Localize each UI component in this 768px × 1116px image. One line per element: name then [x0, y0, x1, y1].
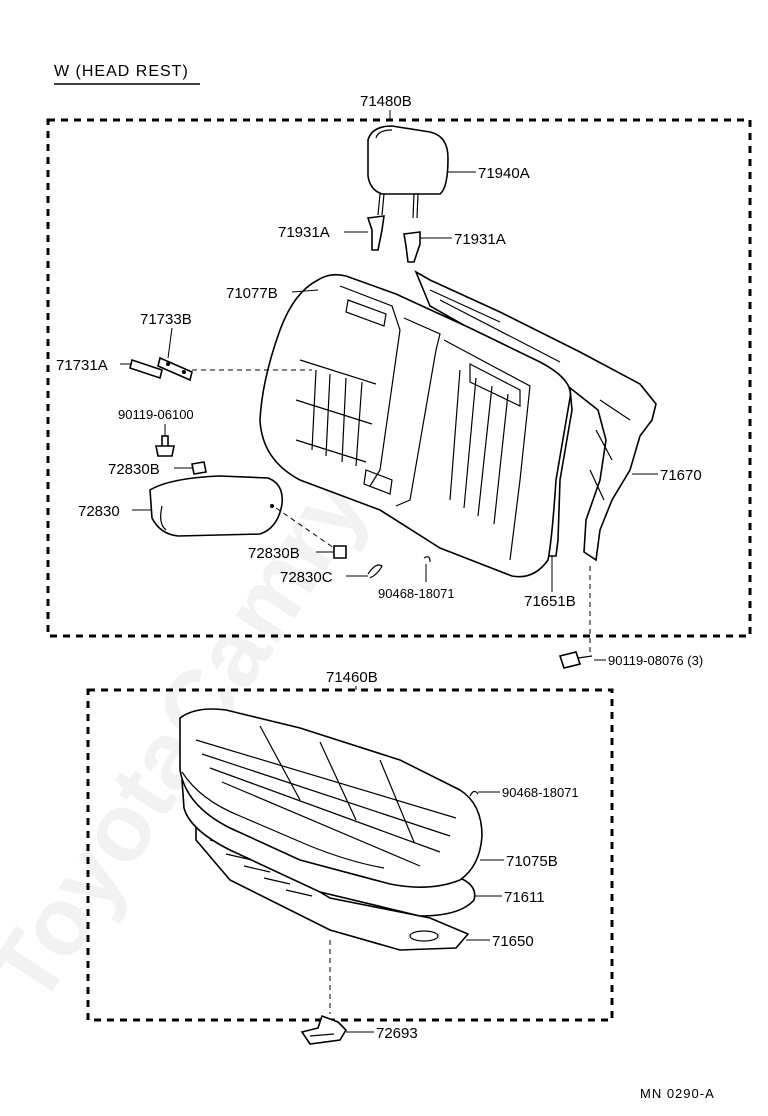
seatback-group: 71480B 71940A 71931A 71931A	[46, 93, 752, 638]
label-bolt-seatback[interactable]: 90119-08076 (3)	[608, 653, 703, 668]
label-seatback-assy[interactable]: 71480B	[360, 93, 412, 110]
label-bracket-lower[interactable]: 71731A	[56, 357, 108, 374]
bolt-armrest[interactable]	[155, 435, 175, 457]
label-seatback-cover[interactable]: 71077B	[226, 285, 278, 302]
headrest-support-left[interactable]	[366, 215, 385, 251]
bolt-seatback[interactable]	[558, 651, 593, 669]
label-cushion-board[interactable]: 71650	[492, 933, 534, 950]
reference-code: MN 0290-A	[640, 1086, 715, 1101]
label-seatback-board[interactable]: 71670	[660, 467, 702, 484]
label-bracket-upper[interactable]: 71733B	[140, 311, 192, 328]
label-armrest-clip[interactable]: 72830C	[280, 569, 333, 586]
label-seatback-frame[interactable]: 71651B	[524, 593, 576, 610]
bushing-lower[interactable]	[333, 545, 347, 559]
armrest[interactable]	[149, 475, 284, 537]
headrest[interactable]	[367, 125, 449, 219]
bushing-upper[interactable]	[191, 461, 207, 475]
armrest-clip[interactable]	[367, 564, 383, 579]
cushion-group-box	[86, 688, 614, 1022]
label-armrest[interactable]: 72830	[78, 503, 120, 520]
label-headrest-support-left[interactable]: 71931A	[278, 224, 330, 241]
label-cushion-assy[interactable]: 71460B	[326, 669, 378, 686]
cushion-hook[interactable]	[300, 1014, 348, 1045]
clip-cushion[interactable]	[469, 790, 479, 797]
label-clip-cushion[interactable]: 90468-18071	[502, 785, 579, 800]
label-cushion-pad[interactable]: 71611	[504, 889, 545, 906]
seatback-cover[interactable]	[259, 273, 572, 578]
label-cushion-hook[interactable]: 72693	[376, 1025, 418, 1042]
label-clip-seatback[interactable]: 90468-18071	[378, 586, 455, 601]
bracket-upper[interactable]	[157, 356, 193, 382]
seatback-board[interactable]	[414, 270, 657, 562]
seatback-group-box	[46, 118, 752, 638]
label-headrest[interactable]: 71940A	[478, 165, 530, 182]
section-title: W (HEAD REST)	[54, 63, 189, 80]
headrest-support-right[interactable]	[403, 231, 421, 263]
label-bolt-armrest[interactable]: 90119-06100	[118, 407, 194, 422]
label-cushion-cover[interactable]: 71075B	[506, 853, 558, 870]
cushion-cover[interactable]	[179, 708, 483, 888]
label-headrest-support-right[interactable]: 71931A	[454, 231, 506, 248]
label-bushing-upper[interactable]: 72830B	[108, 461, 160, 478]
bracket-lower[interactable]	[129, 358, 163, 380]
cushion-group: 71460B 71650 71611 71075B 9	[86, 669, 614, 1022]
label-bushing-lower[interactable]: 72830B	[248, 545, 300, 562]
clip-seatback[interactable]	[423, 556, 431, 563]
